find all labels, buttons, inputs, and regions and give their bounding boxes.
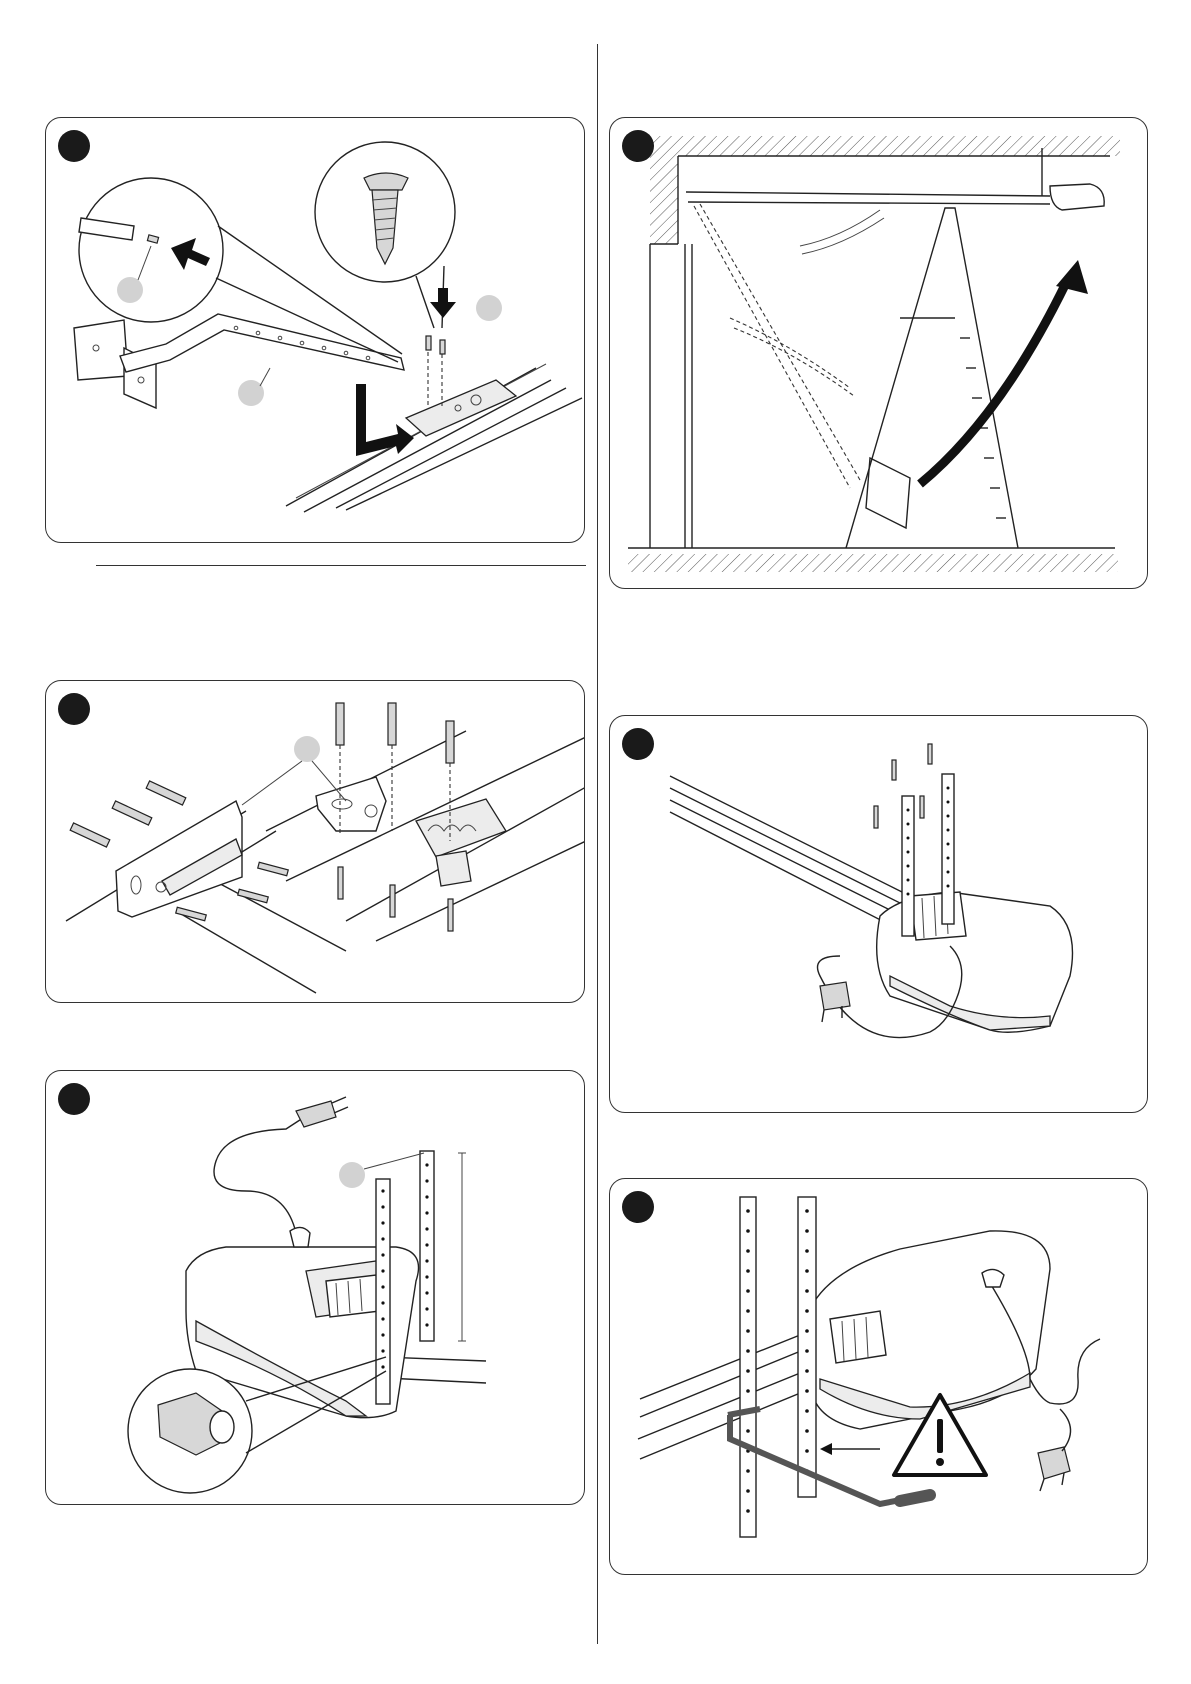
hanging-bracket-illustration — [46, 1071, 585, 1505]
wall-anchor-illustration — [46, 681, 585, 1003]
step-badge — [622, 130, 654, 162]
step-badge — [58, 1083, 90, 1115]
step-badge — [622, 1191, 654, 1223]
figure-panel-ceiling-bracket — [609, 715, 1148, 1113]
figure-panel-hanging-brackets — [45, 1070, 585, 1505]
column-divider — [597, 44, 598, 1644]
step-badge — [622, 728, 654, 760]
figure-panel-wall-anchors — [45, 680, 585, 1003]
ceiling-bracket-illustration — [610, 716, 1148, 1113]
callout-marker — [339, 1162, 365, 1188]
callout-marker — [294, 736, 320, 762]
figure-panel-ladder-lift — [609, 117, 1148, 589]
callout-marker — [476, 295, 502, 321]
callout-marker — [238, 380, 264, 406]
bracket-rail-illustration — [46, 118, 585, 543]
figure-panel-hacksaw-warning — [609, 1178, 1148, 1575]
step-badge — [58, 130, 90, 162]
ladder-lift-illustration — [610, 118, 1148, 589]
step-badge — [58, 693, 90, 725]
hacksaw-warning-illustration — [610, 1179, 1148, 1575]
horizontal-rule — [96, 565, 586, 566]
callout-marker — [117, 277, 143, 303]
figure-panel-bracket-rail — [45, 117, 585, 543]
